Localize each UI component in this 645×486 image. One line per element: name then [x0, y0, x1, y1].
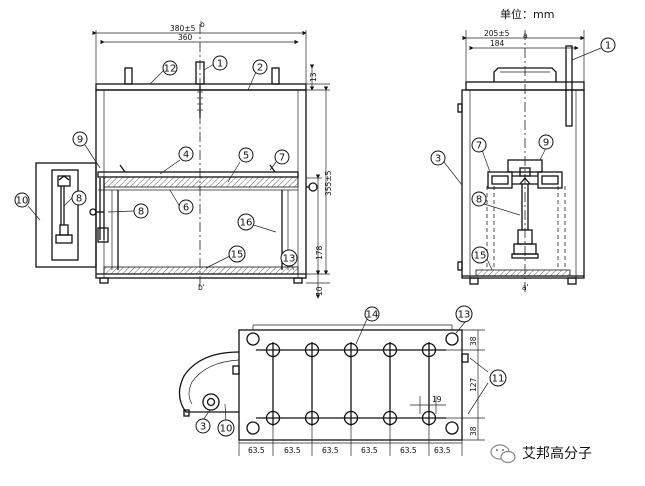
- front-view: 380±5 360 b b': [14, 20, 333, 299]
- svg-text:3: 3: [200, 422, 206, 433]
- watermark: 艾邦高分子: [490, 444, 592, 464]
- side-view: 205±5 184 a a': [430, 29, 616, 292]
- svg-text:8: 8: [476, 195, 482, 206]
- svg-text:13: 13: [458, 310, 471, 321]
- svg-text:6: 6: [183, 203, 189, 214]
- front-balloon-9: 9: [72, 131, 88, 147]
- svg-text:10: 10: [16, 196, 29, 207]
- side-width-inner: 184: [490, 39, 505, 48]
- front-balloon-8: 8: [133, 203, 149, 219]
- side-balloon-15: 15: [471, 246, 489, 264]
- front-width-outer: 380±5: [170, 24, 196, 33]
- unit-label: 单位：mm: [500, 7, 554, 21]
- svg-text:13: 13: [283, 254, 296, 265]
- side-width-outer: 205±5: [484, 29, 510, 38]
- hole-dim: 19: [432, 395, 442, 404]
- svg-text:5: 5: [243, 151, 249, 162]
- svg-text:9: 9: [77, 135, 83, 146]
- front-balloon-5: 5: [238, 147, 254, 163]
- front-balloon-1: 1: [212, 55, 228, 71]
- front-balloon-6: 6: [178, 199, 194, 215]
- pitch-label-6: 63.5: [434, 446, 451, 455]
- pitch-label-1: 63.5: [248, 446, 265, 455]
- side-balloon-7: 7: [471, 137, 487, 153]
- svg-text:11: 11: [492, 374, 505, 385]
- right-dim-top: 38: [469, 336, 478, 346]
- front-balloon-10: 10: [14, 192, 30, 208]
- front-balloon-4: 4: [178, 146, 194, 162]
- svg-text:1: 1: [217, 59, 223, 70]
- svg-text:3: 3: [435, 154, 441, 165]
- front-height-lid: 13: [309, 72, 318, 82]
- front-balloon-15: 15: [228, 245, 246, 263]
- plan-balloon-13: 13: [455, 305, 473, 323]
- svg-text:1: 1: [605, 41, 611, 52]
- front-centerline-top-label: b: [200, 20, 205, 29]
- watermark-text: 艾邦高分子: [522, 445, 592, 462]
- front-centerline-bottom-label: b': [198, 283, 205, 292]
- wechat-icon: [490, 444, 516, 464]
- front-height-total: 355±5: [324, 170, 333, 196]
- front-height-feet: 10: [315, 286, 324, 296]
- svg-text:7: 7: [279, 153, 285, 164]
- svg-text:8: 8: [76, 194, 82, 205]
- front-height-rack: 178: [315, 245, 324, 260]
- svg-text:8: 8: [138, 207, 144, 218]
- svg-text:4: 4: [183, 150, 189, 161]
- pitch-label-3: 63.5: [322, 446, 339, 455]
- side-centerline-bottom-label: a': [522, 283, 529, 292]
- front-balloon-8-left: 8: [71, 190, 87, 206]
- pitch-label-5: 63.5: [400, 446, 417, 455]
- side-balloon-1: 1: [600, 37, 616, 53]
- front-balloon-12: 12: [162, 60, 178, 76]
- svg-text:16: 16: [240, 218, 253, 229]
- plan-balloon-3: 3: [195, 418, 211, 434]
- svg-text:14: 14: [366, 310, 379, 321]
- side-balloon-3: 3: [430, 150, 446, 166]
- right-dim-mid: 127: [469, 377, 478, 392]
- front-width-inner: 360: [178, 33, 193, 42]
- svg-text:9: 9: [543, 138, 549, 149]
- svg-text:2: 2: [257, 63, 263, 74]
- side-balloon-9: 9: [538, 134, 554, 150]
- svg-text:15: 15: [231, 250, 244, 261]
- pitch-label-2: 63.5: [284, 446, 301, 455]
- side-balloon-8: 8: [471, 191, 487, 207]
- front-balloon-16: 16: [237, 213, 255, 231]
- svg-text:7: 7: [476, 141, 482, 152]
- svg-text:12: 12: [164, 64, 177, 75]
- plan-view: 19 63.5 63.5 63.5 63.5 63.5 63.5 38 127 …: [178, 305, 507, 456]
- plan-balloon-14: 14: [364, 306, 380, 322]
- svg-text:15: 15: [474, 251, 487, 262]
- plan-balloon-11: 11: [489, 369, 507, 387]
- pitch-label-4: 63.5: [361, 446, 378, 455]
- front-balloon-2: 2: [252, 59, 268, 75]
- plan-balloon-10: 10: [217, 419, 235, 437]
- right-dim-bottom: 38: [469, 426, 478, 436]
- front-balloon-7: 7: [274, 149, 290, 165]
- svg-text:10: 10: [220, 424, 233, 435]
- front-balloon-13: 13: [280, 249, 298, 267]
